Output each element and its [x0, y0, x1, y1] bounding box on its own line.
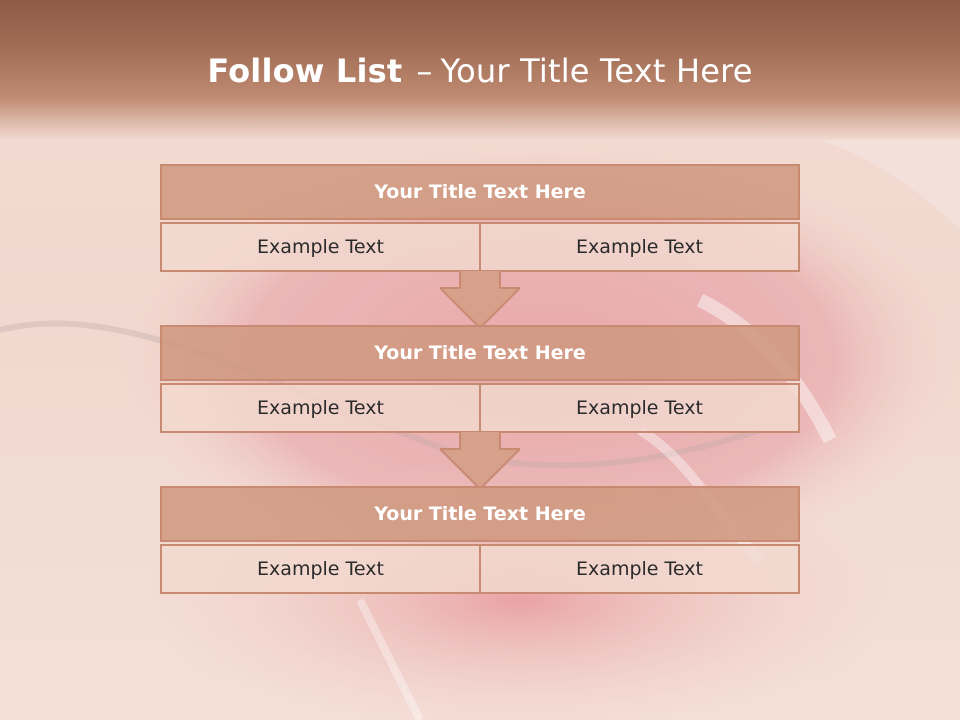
step-3: Your Title Text Here Example Text Exampl… [160, 486, 800, 594]
step-title: Your Title Text Here [160, 486, 800, 542]
step-row: Example Text Example Text [160, 544, 800, 594]
header-band [0, 0, 960, 140]
down-arrow-icon [440, 270, 520, 328]
step-text-right: Example Text [481, 222, 800, 272]
slide-title: Follow List–Your Title Text Here [0, 52, 960, 90]
title-bold: Follow List [207, 52, 403, 90]
title-rest: Your Title Text Here [440, 52, 753, 90]
step-title: Your Title Text Here [160, 164, 800, 220]
step-text-left: Example Text [160, 222, 481, 272]
down-arrow-icon [440, 431, 520, 489]
step-row: Example Text Example Text [160, 383, 800, 433]
step-2: Your Title Text Here Example Text Exampl… [160, 325, 800, 433]
step-text-left: Example Text [160, 544, 481, 594]
title-dash: – [416, 52, 433, 90]
step-text-right: Example Text [481, 383, 800, 433]
step-row: Example Text Example Text [160, 222, 800, 272]
step-title: Your Title Text Here [160, 325, 800, 381]
step-1: Your Title Text Here Example Text Exampl… [160, 164, 800, 272]
step-text-left: Example Text [160, 383, 481, 433]
step-text-right: Example Text [481, 544, 800, 594]
